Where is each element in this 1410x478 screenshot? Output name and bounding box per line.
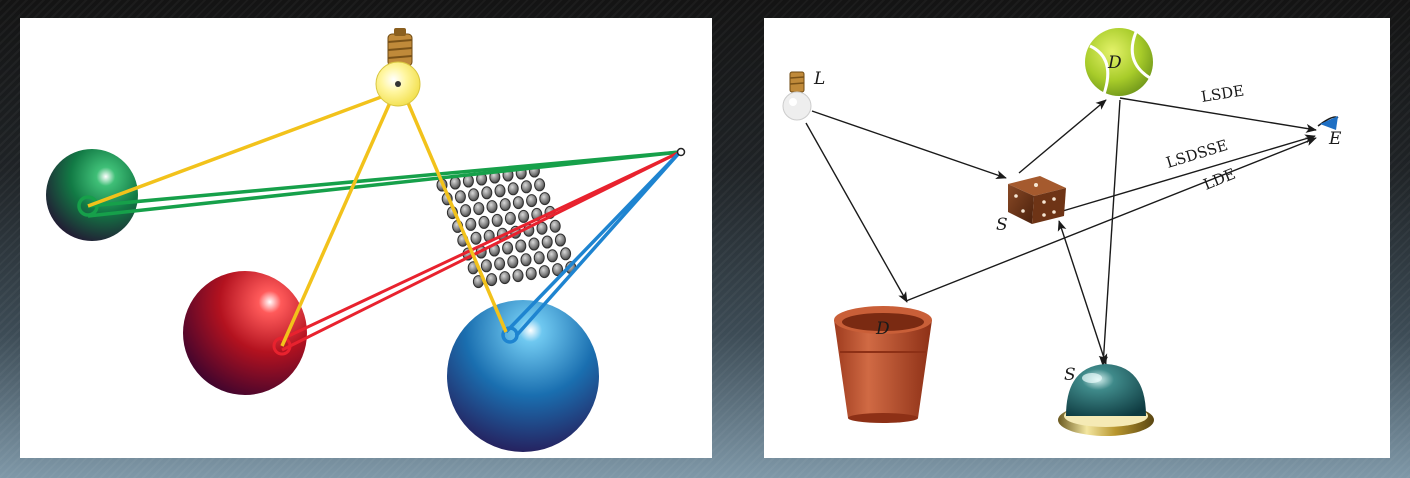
left-panel <box>20 18 712 458</box>
arrow-ball-to-dome <box>1099 99 1121 367</box>
label-eye: E <box>1328 129 1342 149</box>
label-flower-pot: D <box>875 319 890 339</box>
yellow-rays <box>87 88 508 347</box>
red-sphere <box>183 271 307 395</box>
grid-pixel <box>515 239 527 253</box>
arrow-pot-to-eye <box>905 137 1317 302</box>
grid-pixel <box>449 176 461 190</box>
arrow-light-to-die <box>811 110 1007 180</box>
label-path-lsde: LSDE <box>1200 81 1246 106</box>
grid-pixel <box>512 196 524 210</box>
grid-pixel <box>520 180 532 194</box>
grid-pixel <box>549 219 561 233</box>
grid-pixel <box>507 255 519 269</box>
red-rays <box>272 150 681 356</box>
flower-pot <box>834 306 932 423</box>
label-path-lde: LDE <box>1201 165 1238 194</box>
grid-pixel <box>534 178 546 192</box>
arrow-die-to-ball <box>1018 99 1107 174</box>
label-dome: S <box>1064 365 1076 385</box>
dome-button <box>1058 364 1154 436</box>
ray-tracing-diagram <box>46 28 686 452</box>
grid-pixel <box>494 257 506 271</box>
grid-pixel <box>560 247 572 261</box>
grid-pixel <box>507 182 519 196</box>
grid-pixel <box>554 233 566 247</box>
tennis-ball <box>1085 28 1153 96</box>
grid-pixel <box>512 269 524 283</box>
label-die: S <box>996 215 1008 235</box>
light-path-arrows <box>805 97 1317 367</box>
grid-pixel <box>486 273 498 287</box>
green-sphere <box>46 149 138 241</box>
label-light: L <box>813 69 825 89</box>
grid-pixel <box>478 215 490 229</box>
die <box>1008 176 1066 224</box>
grid-pixel <box>541 235 553 249</box>
grid-pixel <box>480 259 492 273</box>
grid-pixel <box>460 204 472 218</box>
right-panel: L D E S <box>764 18 1390 458</box>
light-bulb-icon <box>375 28 421 107</box>
grid-pixel <box>486 200 498 214</box>
arrow-die-dome <box>1057 220 1108 365</box>
light-path-diagram: L D E S <box>782 28 1342 436</box>
arrow-light-to-pot <box>805 122 908 303</box>
grid-pixel <box>481 186 493 200</box>
grid-pixel <box>502 241 514 255</box>
grid-pixel <box>518 209 530 223</box>
grid-pixel <box>533 251 545 265</box>
grid-pixel <box>473 202 485 216</box>
blue-sphere <box>447 300 599 452</box>
grid-pixel <box>465 217 477 231</box>
pixel-grid <box>436 164 577 289</box>
grid-pixel <box>491 213 503 227</box>
grid-pixel <box>525 267 537 281</box>
grid-pixel <box>526 194 538 208</box>
grid-pixel <box>539 192 551 206</box>
grid-pixel <box>499 198 511 212</box>
grid-pixel <box>546 249 558 263</box>
arrow-ball-to-eye <box>1119 97 1317 133</box>
blue-rays <box>501 150 682 344</box>
arrow-die-to-eye <box>1055 134 1316 214</box>
grid-pixel <box>538 265 550 279</box>
grid-pixel <box>454 190 466 204</box>
grid-pixel <box>499 271 511 285</box>
light-bulb-icon <box>782 71 812 121</box>
grid-pixel <box>520 253 532 267</box>
grid-pixel <box>470 231 482 245</box>
grid-pixel <box>494 184 506 198</box>
grid-pixel <box>528 237 540 251</box>
label-tennis-ball: D <box>1107 53 1122 73</box>
eye-point <box>676 147 686 157</box>
green-rays <box>77 150 681 218</box>
grid-pixel <box>468 188 480 202</box>
grid-pixel <box>552 263 564 277</box>
eye-icon <box>1317 116 1339 130</box>
grid-pixel <box>504 211 516 225</box>
label-path-lsdsse: LSDSSE <box>1164 136 1230 172</box>
